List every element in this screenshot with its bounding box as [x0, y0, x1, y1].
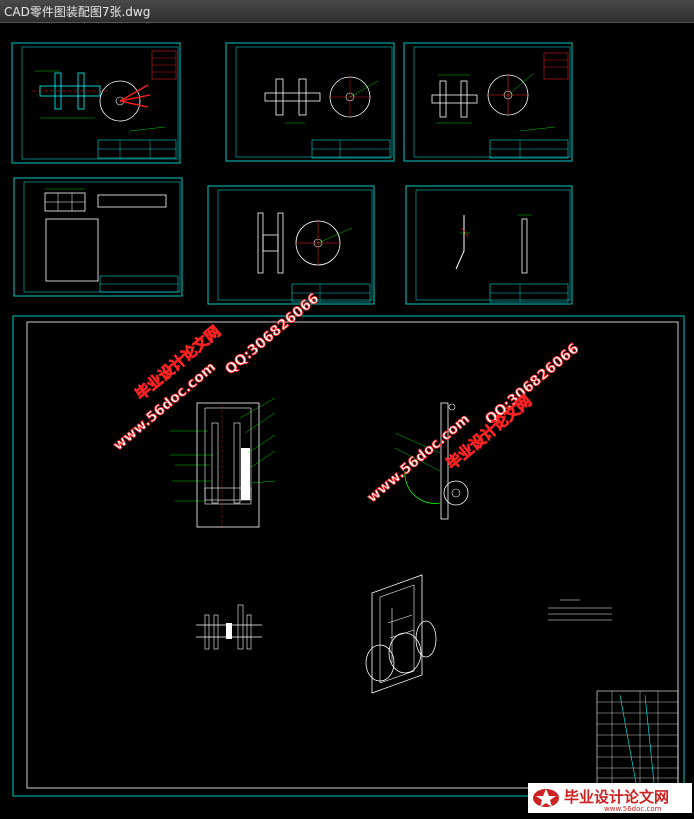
drawing-sheet-4[interactable] — [13, 177, 183, 297]
assembly-drawing-sheet[interactable] — [12, 315, 685, 797]
drawing-sheet-2[interactable] — [225, 42, 395, 162]
drawing-canvas[interactable]: www.56doc.com 毕业设计论文网 QQ:306826066 www.5… — [0, 23, 694, 815]
drawing-sheet-3[interactable] — [403, 42, 573, 162]
window-title: CAD零件图装配图7张.dwg — [4, 5, 151, 19]
drawing-sheet-1[interactable] — [11, 42, 181, 164]
logo-url: www.56doc.com — [604, 805, 662, 813]
title-bar: CAD零件图装配图7张.dwg — [0, 0, 694, 23]
logo-site-name: 毕业设计论文网 — [564, 788, 669, 806]
title-block — [596, 690, 679, 789]
drawing-sheet-5[interactable] — [207, 185, 375, 305]
drawing-sheet-6[interactable] — [405, 185, 573, 305]
site-logo: 毕业设计论文网 www.56doc.com — [528, 783, 692, 813]
watermark-left: www.56doc.com 毕业设计论文网 — [110, 322, 224, 455]
logo-star-icon — [533, 789, 559, 807]
